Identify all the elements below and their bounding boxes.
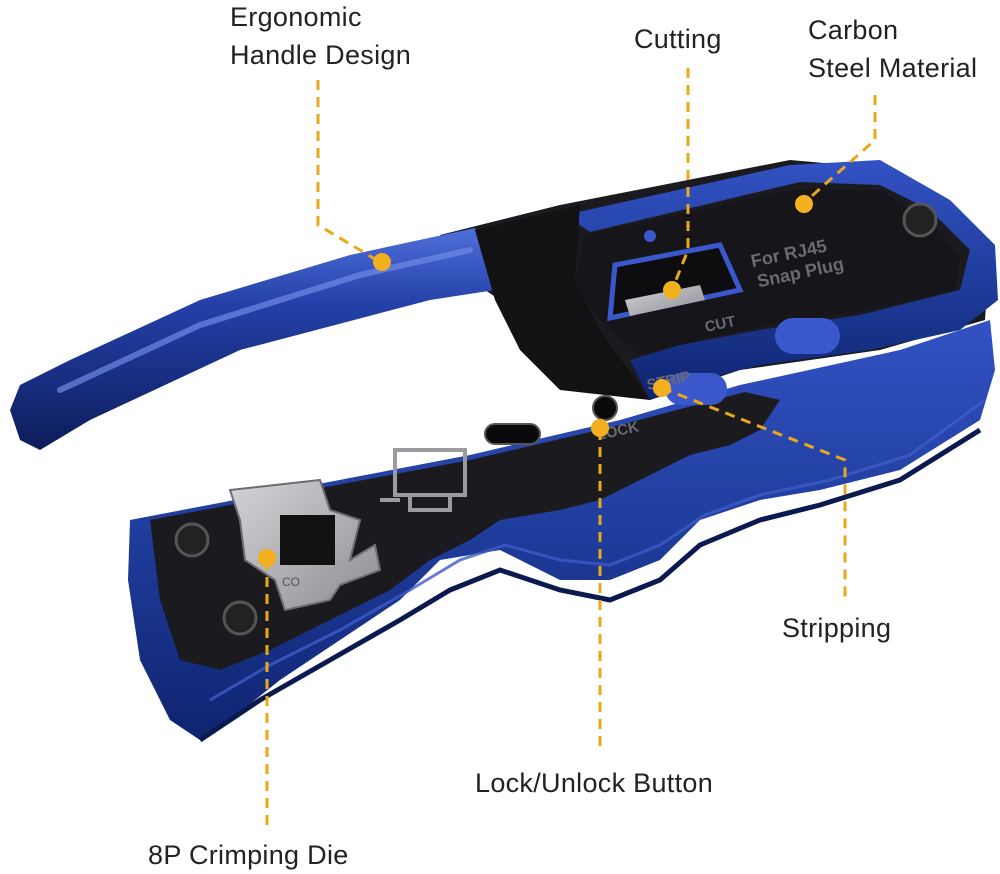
callout-cutting: Cutting [634,20,722,58]
body-wave-edge-2 [209,398,986,702]
lower-body-blue [128,320,995,740]
callout-crimping-text: 8P Crimping Die [148,840,349,870]
leader-cutting [670,68,690,291]
callout-ergonomic: Ergonomic Handle Design [230,0,411,74]
callout-crimping: 8P Crimping Die [148,836,349,874]
callout-lock: Lock/Unlock Button [475,764,713,802]
crimping-die: CO [228,478,382,612]
callout-dots [258,195,813,567]
cutting-window [607,230,744,322]
dot-cutting [663,281,681,299]
leader-stripping [661,386,847,600]
callout-lock-text: Lock/Unlock Button [475,768,714,798]
body-wave-edge [198,427,982,743]
callout-stripping-text: Stripping [782,613,892,643]
screws [174,202,938,636]
handle-highlight [57,247,473,393]
callout-ergonomic-line1: Ergonomic [230,2,362,32]
leader-carbon [804,95,877,204]
callout-cutting-text: Cutting [634,24,722,54]
callout-stripping: Stripping [782,609,891,647]
dot-lock [591,419,609,437]
slot [484,423,541,445]
dot-crimping [258,549,276,567]
tool-neck [475,205,650,400]
cut-text: CUT [703,313,737,336]
callout-carbon-line1: Carbon [808,15,899,45]
upper-blue-frame [565,160,998,400]
lock-button [592,395,618,421]
callout-carbon: Carbon Steel Material [808,11,977,87]
leader-ergonomic [316,80,381,264]
upper-plate [575,190,960,355]
strip-slot [665,373,727,405]
callout-leaders [265,68,877,825]
dot-carbon [795,195,813,213]
die-marking: CO [282,575,300,589]
dot-ergonomic [373,253,391,271]
rj45-icon [380,448,467,512]
callout-ergonomic-line2: Handle Design [230,40,412,70]
dot-stripping [653,379,671,397]
callout-carbon-line2: Steel Material [808,53,978,83]
cut-slot [775,318,840,354]
ergonomic-handle [10,228,495,450]
